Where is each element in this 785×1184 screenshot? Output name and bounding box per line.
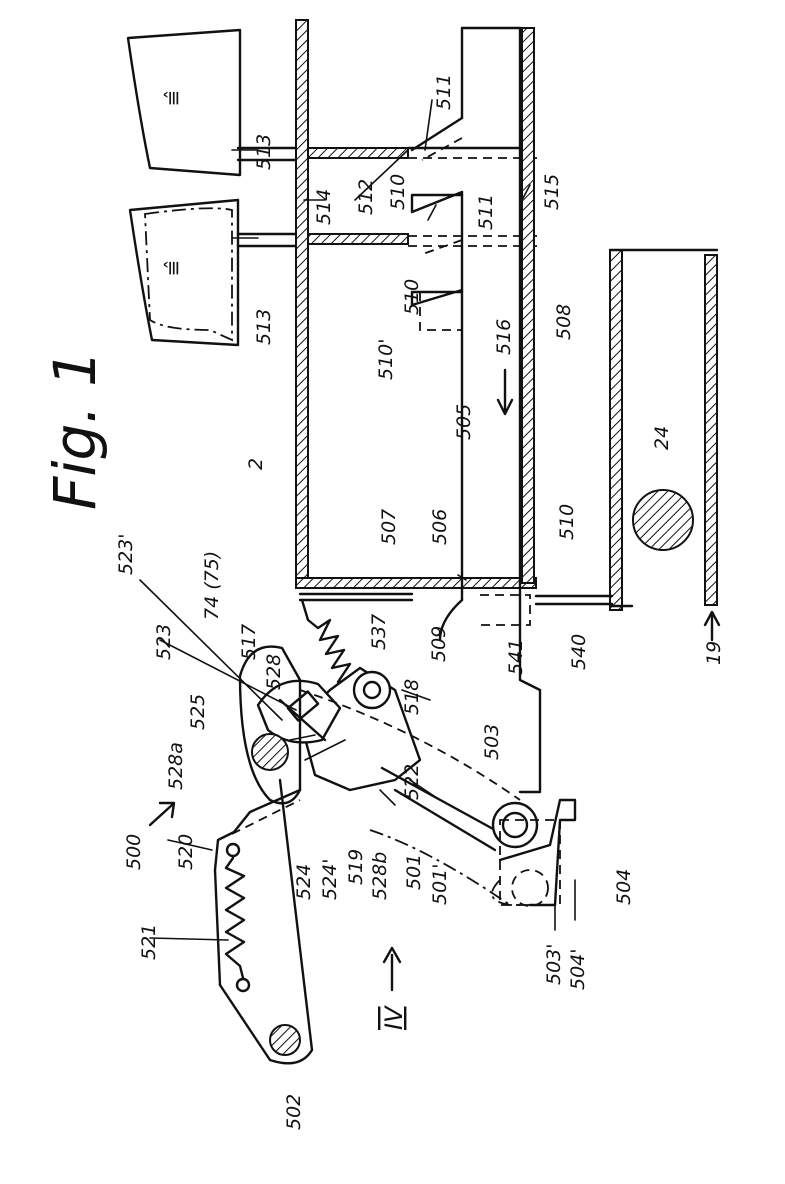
label-503-prime: 503' [543, 944, 565, 986]
label-19: 19 [703, 641, 725, 665]
arrow-500 [148, 801, 176, 827]
label-513-top: 513 [253, 134, 275, 170]
bracket-504 [498, 798, 577, 907]
label-515: 515 [541, 174, 563, 210]
label-523: 523 [153, 624, 175, 660]
rod-540 [534, 594, 614, 606]
spring-521 [224, 856, 246, 980]
label-2: 2 [245, 458, 267, 470]
label-528b: 528b [369, 852, 391, 900]
label-504-prime: 504' [567, 949, 589, 991]
guide-wall-512-bottom [307, 233, 409, 245]
figure-title: Fig. 1 [41, 350, 109, 510]
housing-19 [608, 248, 719, 611]
label-510-prime: 510' [375, 339, 397, 381]
label-519: 519 [345, 849, 367, 885]
label-514: 514 [313, 189, 335, 225]
arrow-iv [382, 946, 402, 992]
plate-507 [295, 577, 537, 589]
label-523-prime: 523' [115, 534, 137, 576]
label-511-mid: 511 [475, 194, 497, 230]
label-541: 541 [505, 639, 527, 675]
label-502: 502 [283, 1094, 305, 1130]
key-symbol-top: ≡̂ [161, 90, 185, 107]
label-24: 24 [651, 426, 673, 450]
rail-508 [521, 27, 535, 584]
label-516: 516 [493, 319, 515, 355]
pivot-502 [269, 1024, 301, 1056]
key-cap-bottom: ≡̂ [128, 198, 240, 347]
view-label: IV [380, 1005, 408, 1030]
plate-537 [298, 592, 531, 626]
guide-wall-512-top [307, 147, 409, 159]
label-524: 524 [293, 864, 315, 900]
label-537: 537 [368, 614, 390, 650]
label-513-bottom: 513 [253, 309, 275, 345]
key-cap-top: ≡̂ [126, 28, 242, 177]
label-506: 506 [429, 509, 451, 545]
label-501-prime: 501' [429, 864, 451, 906]
key-stem-513-bottom [236, 232, 302, 248]
label-510-top: 510 [387, 174, 409, 210]
label-503: 503 [481, 724, 503, 760]
label-520: 520 [175, 834, 197, 870]
label-512: 512 [355, 179, 377, 215]
label-510-mid: 510 [401, 279, 423, 315]
label-528: 528 [263, 654, 285, 690]
label-500: 500 [123, 834, 145, 870]
label-517: 517 [238, 624, 260, 660]
label-508: 508 [553, 304, 575, 340]
shaft-24 [632, 489, 694, 551]
key-symbol-bottom: ≡̂ [161, 260, 185, 277]
label-505: 505 [453, 404, 475, 440]
lever-520 [213, 778, 314, 1065]
label-525: 525 [187, 694, 209, 730]
label-504: 504 [613, 869, 635, 905]
label-521: 521 [138, 924, 160, 960]
label-501: 501 [403, 854, 425, 890]
label-522: 522 [401, 764, 423, 800]
key-stem-513-top [236, 146, 302, 162]
label-507: 507 [378, 509, 400, 545]
label-528a: 528a [165, 742, 187, 790]
label-524-prime: 524' [319, 859, 341, 901]
label-540: 540 [568, 634, 590, 670]
label-74: 74 (75) [201, 551, 223, 620]
label-511-top: 511 [433, 74, 455, 110]
label-518: 518 [401, 679, 423, 715]
label-510-low: 510 [556, 504, 578, 540]
link-501 [299, 689, 539, 906]
arrow-516 [496, 368, 514, 416]
pin-503-alt [491, 869, 549, 907]
leader-lines [139, 99, 576, 941]
slide-505 [410, 26, 542, 794]
spring-517 [300, 598, 358, 698]
label-509: 509 [428, 626, 450, 662]
key-stem-extension [406, 146, 540, 247]
arrow-19 [703, 610, 721, 642]
shaft-525 [251, 733, 289, 771]
frame-plate-2 [295, 19, 309, 586]
